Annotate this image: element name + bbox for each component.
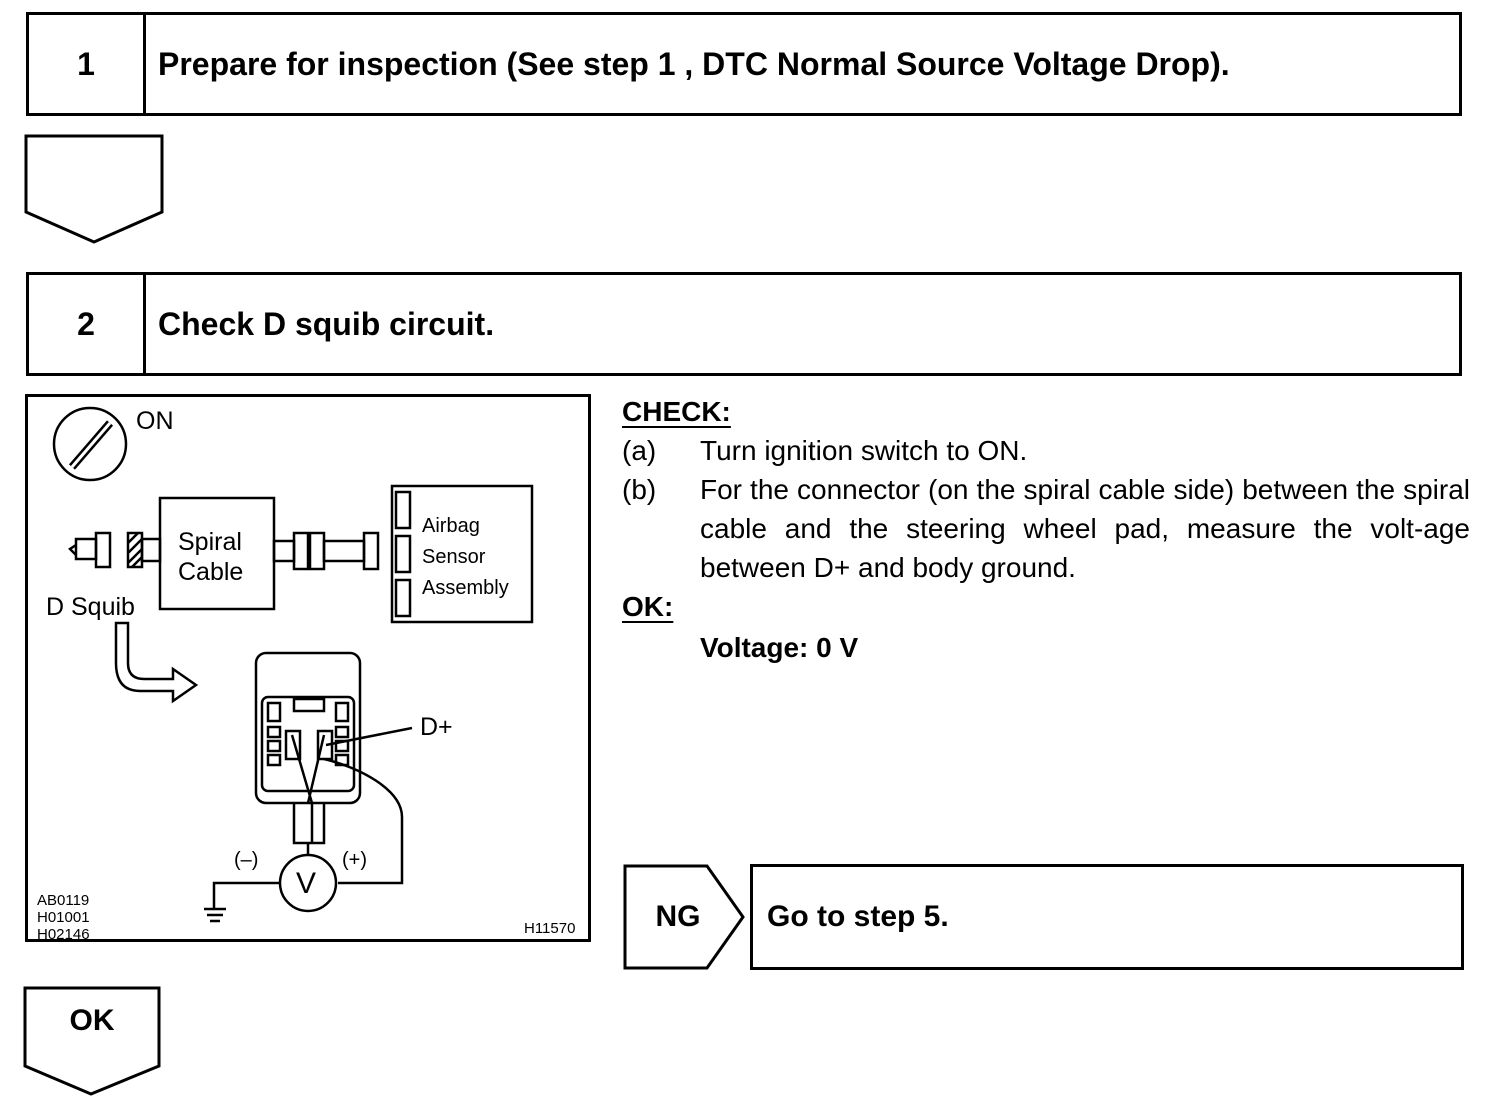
figure-code-1: AB0119 [37, 892, 90, 909]
step-1-number: 1 [29, 15, 146, 113]
check-item-b: (b) For the connector (on the spiral cab… [622, 470, 1470, 587]
minus-label: (–) [234, 849, 259, 871]
figure-code-3: H02146 [37, 926, 90, 943]
ok-label: OK [69, 1004, 115, 1037]
circuit-figure: ON Spiral Cable Airbag Sensor Assembly D… [25, 394, 591, 943]
ok-heading: OK: [622, 591, 674, 622]
check-item-a: (a) Turn ignition switch to ON. [622, 431, 1470, 470]
figure-code-2: H01001 [37, 909, 90, 926]
ng-label: NG [655, 900, 701, 933]
step-2-number: 2 [29, 275, 146, 373]
ignition-switch-icon [52, 406, 128, 482]
ng-arrow-icon [623, 864, 745, 970]
check-item-b-label: (b) [622, 474, 657, 505]
check-item-b-text: For the connector (on the spiral cable s… [700, 474, 1470, 583]
check-heading: CHECK: [622, 396, 731, 427]
plus-label: (+) [342, 849, 367, 871]
check-item-a-label: (a) [622, 435, 657, 466]
airbag-label-1: Airbag [422, 515, 480, 537]
ok-arrow-icon [23, 986, 161, 1096]
figure-id: H11570 [524, 920, 576, 937]
spiral-cable-label-2: Cable [178, 558, 244, 586]
voltmeter-label: V [296, 867, 317, 900]
d-plus-label: D+ [420, 713, 453, 741]
airbag-label-3: Assembly [422, 577, 509, 599]
ng-action: Go to step 5. [750, 864, 1464, 970]
check-item-a-text: Turn ignition switch to ON. [700, 435, 1028, 466]
step-2-title: Check D squib circuit. [158, 305, 495, 342]
circuit-diagram [52, 406, 534, 923]
step-2-box: 2 Check D squib circuit. [26, 272, 1462, 376]
d-squib-label: D Squib [46, 593, 135, 621]
airbag-label-2: Sensor [422, 546, 486, 568]
continue-arrow-icon [24, 134, 164, 244]
step-1-title: Prepare for inspection (See step 1 , DTC… [158, 45, 1230, 82]
step-1-box: 1 Prepare for inspection (See step 1 , D… [26, 12, 1462, 116]
check-section: CHECK: (a) Turn ignition switch to ON. (… [622, 392, 1470, 667]
ok-spec: Voltage: 0 V [700, 632, 859, 663]
spiral-cable-label-1: Spiral [178, 528, 242, 556]
switch-on-label: ON [136, 407, 174, 435]
